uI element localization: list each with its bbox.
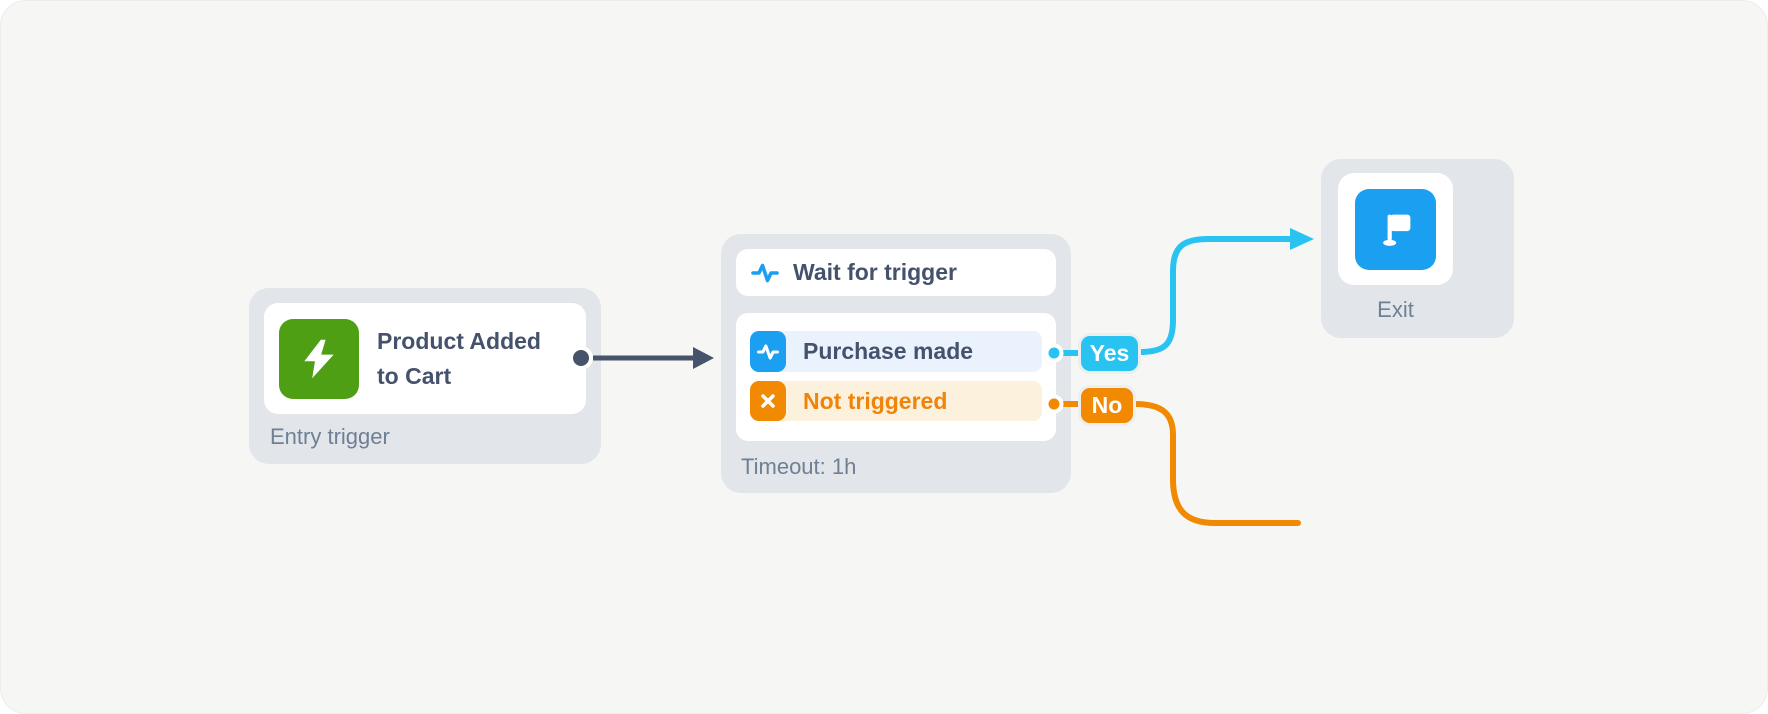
entry-trigger-node[interactable]: Product Added to Cart Entry trigger bbox=[249, 288, 601, 464]
exit-card[interactable] bbox=[1338, 173, 1453, 285]
wait-node-caption: Timeout: 1h bbox=[741, 454, 857, 479]
yes-to-exit-curve bbox=[1137, 236, 1295, 355]
pulse-icon bbox=[750, 331, 786, 372]
wait-node-title: Wait for trigger bbox=[793, 259, 957, 285]
entry-trigger-title: Product Added to Cart bbox=[377, 327, 541, 389]
entry-to-wait-arrowhead bbox=[693, 347, 714, 369]
branch-label: Not triggered bbox=[803, 387, 948, 414]
yes-output-dot[interactable] bbox=[1044, 343, 1064, 363]
entry-output-dot[interactable] bbox=[569, 346, 593, 370]
entry-trigger-card[interactable]: Product Added to Cart bbox=[264, 303, 586, 414]
yes-badge[interactable]: Yes bbox=[1081, 336, 1138, 371]
no-output-dot[interactable] bbox=[1044, 394, 1064, 414]
exit-node-caption: Exit bbox=[1377, 297, 1414, 322]
exit-node[interactable]: Exit bbox=[1321, 159, 1514, 338]
wait-node-branches: Purchase made Not triggered bbox=[736, 313, 1056, 441]
yes-to-exit-arrowhead bbox=[1290, 228, 1314, 250]
lightning-bolt-icon bbox=[279, 318, 359, 399]
no-badge[interactable]: No bbox=[1081, 388, 1133, 423]
branch-label: Purchase made bbox=[803, 338, 974, 364]
no-branch-curve bbox=[1132, 401, 1301, 526]
wait-for-trigger-node[interactable]: Wait for trigger Purchase made Not trigg… bbox=[721, 234, 1071, 493]
wait-node-header[interactable]: Wait for trigger bbox=[736, 249, 1056, 296]
pulse-icon bbox=[751, 263, 779, 282]
x-icon bbox=[750, 381, 786, 421]
entry-trigger-caption: Entry trigger bbox=[270, 424, 390, 449]
branch-row-purchase-made[interactable]: Purchase made bbox=[750, 331, 1042, 372]
branch-row-not-triggered[interactable]: Not triggered bbox=[750, 381, 1042, 421]
flag-icon bbox=[1355, 188, 1436, 270]
